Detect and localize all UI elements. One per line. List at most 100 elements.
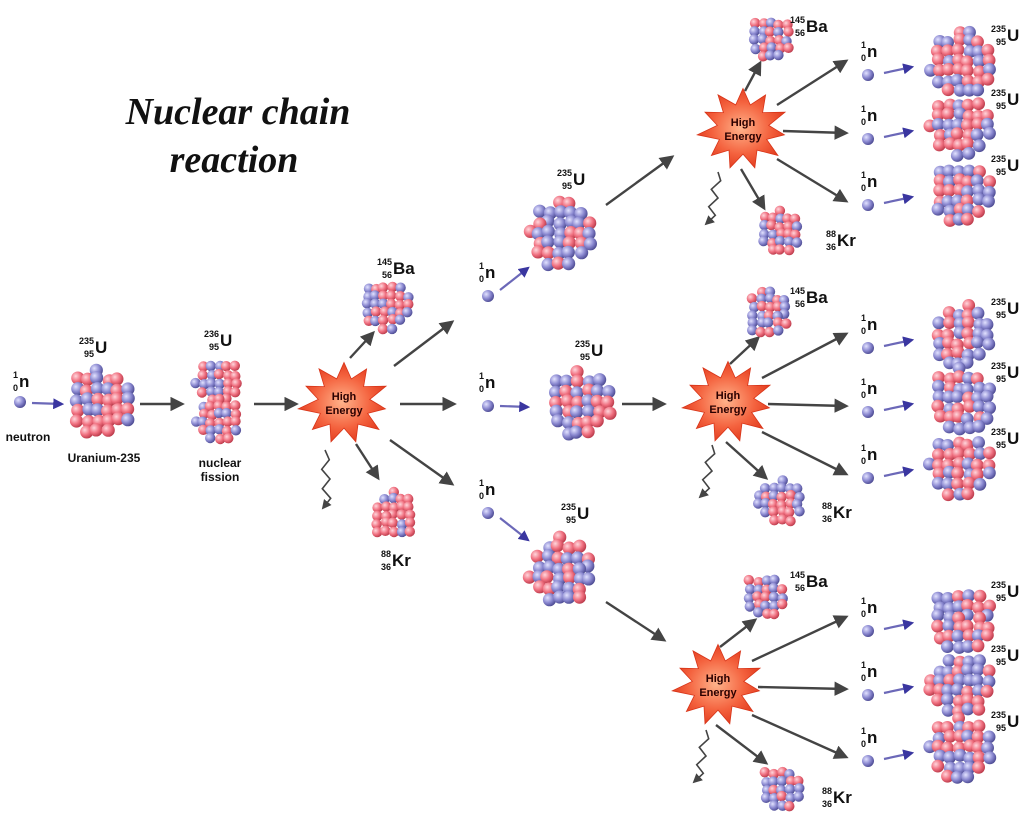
reaction-arrow	[729, 336, 761, 365]
neutron-trail-arrow	[883, 466, 915, 478]
nucleon	[562, 257, 576, 271]
nucleon	[980, 412, 994, 425]
nucleon	[396, 509, 407, 520]
nucleon	[941, 592, 955, 605]
nucleon	[403, 299, 414, 310]
nucleon	[971, 639, 985, 653]
mass-number: 1	[479, 478, 484, 488]
nucleon	[793, 791, 804, 802]
neutron-particle	[482, 507, 494, 519]
nucleon	[403, 501, 414, 512]
nucleon	[972, 97, 985, 111]
neutron-trails	[31, 63, 915, 761]
nucleon	[378, 290, 389, 301]
gamma-ray-arrow	[704, 171, 722, 226]
nucleon	[198, 361, 209, 372]
nucleon	[981, 43, 995, 57]
nucleon	[531, 245, 545, 259]
nucleon	[961, 118, 974, 132]
nucleon	[972, 719, 986, 733]
nucleon	[942, 118, 956, 132]
neutron-particle	[862, 625, 874, 637]
nucleon	[963, 399, 976, 413]
nucleon	[377, 323, 389, 335]
nucleon	[973, 477, 987, 491]
atomic-number: 95	[580, 352, 590, 362]
nucleon	[542, 593, 557, 607]
nucleon	[768, 768, 779, 780]
nucleon	[941, 488, 955, 502]
nucleon	[372, 526, 383, 538]
atomic-number: 95	[209, 342, 219, 352]
nucleon	[972, 45, 985, 58]
nucleon	[971, 730, 985, 744]
mass-number: 235	[991, 710, 1006, 720]
uranium-235-gen4-1	[924, 25, 996, 97]
nucleon	[942, 420, 956, 434]
nucleon	[963, 447, 977, 461]
element-symbol: U	[1007, 299, 1019, 318]
nucleon	[562, 590, 576, 604]
atomic-number: 56	[795, 28, 805, 38]
nucleon	[971, 663, 985, 676]
nucleon	[583, 216, 597, 230]
nucleon	[972, 703, 986, 716]
element-symbol: Kr	[833, 503, 852, 522]
element-symbol: n	[867, 445, 877, 464]
neutron-trail-arrow	[883, 63, 915, 75]
nucleon	[766, 219, 777, 231]
nucleon	[403, 493, 414, 505]
nucleon	[776, 584, 788, 595]
nucleon	[205, 360, 216, 372]
nucleon	[931, 202, 945, 216]
nucleon	[199, 408, 210, 419]
neutron-particle	[862, 406, 874, 418]
atomic-number: 95	[562, 181, 572, 191]
nucleon	[744, 584, 756, 595]
atomic-number: 0	[861, 390, 866, 400]
neutron-particle	[482, 400, 494, 412]
atomic-number: 0	[479, 274, 484, 284]
reaction-arrow	[761, 430, 849, 476]
nucleon	[774, 235, 786, 247]
nucleon	[223, 433, 234, 444]
nucleon	[794, 783, 805, 794]
nucleon	[773, 325, 784, 336]
nucleon	[570, 374, 585, 388]
atomic-number: 95	[996, 440, 1006, 450]
neutron-trail-arrow	[883, 336, 915, 348]
mass-number: 235	[79, 336, 94, 346]
nucleon	[931, 399, 945, 413]
nucleon	[962, 476, 976, 490]
nucleon	[533, 204, 547, 218]
uranium-caption: Uranium-235	[68, 451, 141, 465]
nucleon	[757, 33, 768, 45]
nucleon	[943, 204, 957, 218]
nucleon	[942, 63, 955, 76]
diagram-title-line1: Nuclear chain	[125, 91, 351, 133]
nucleon	[973, 447, 987, 460]
nucleon	[932, 467, 946, 480]
mass-number: 1	[861, 313, 866, 323]
nucleon	[760, 600, 771, 611]
nucleon	[590, 394, 604, 408]
reaction-arrow	[715, 724, 769, 765]
neutron-trail-arrow	[499, 517, 530, 542]
nucleon	[753, 577, 764, 588]
nucleon	[931, 693, 944, 707]
nucleon	[572, 590, 587, 604]
element-symbol: U	[1007, 646, 1019, 665]
mass-number: 88	[822, 501, 832, 511]
nucleon	[746, 293, 758, 304]
nucleon	[972, 400, 986, 413]
nucleon	[785, 792, 796, 804]
element-symbol: Ba	[806, 572, 828, 591]
nucleon	[791, 237, 803, 248]
nucleon	[550, 539, 564, 553]
nucleon	[983, 401, 996, 415]
